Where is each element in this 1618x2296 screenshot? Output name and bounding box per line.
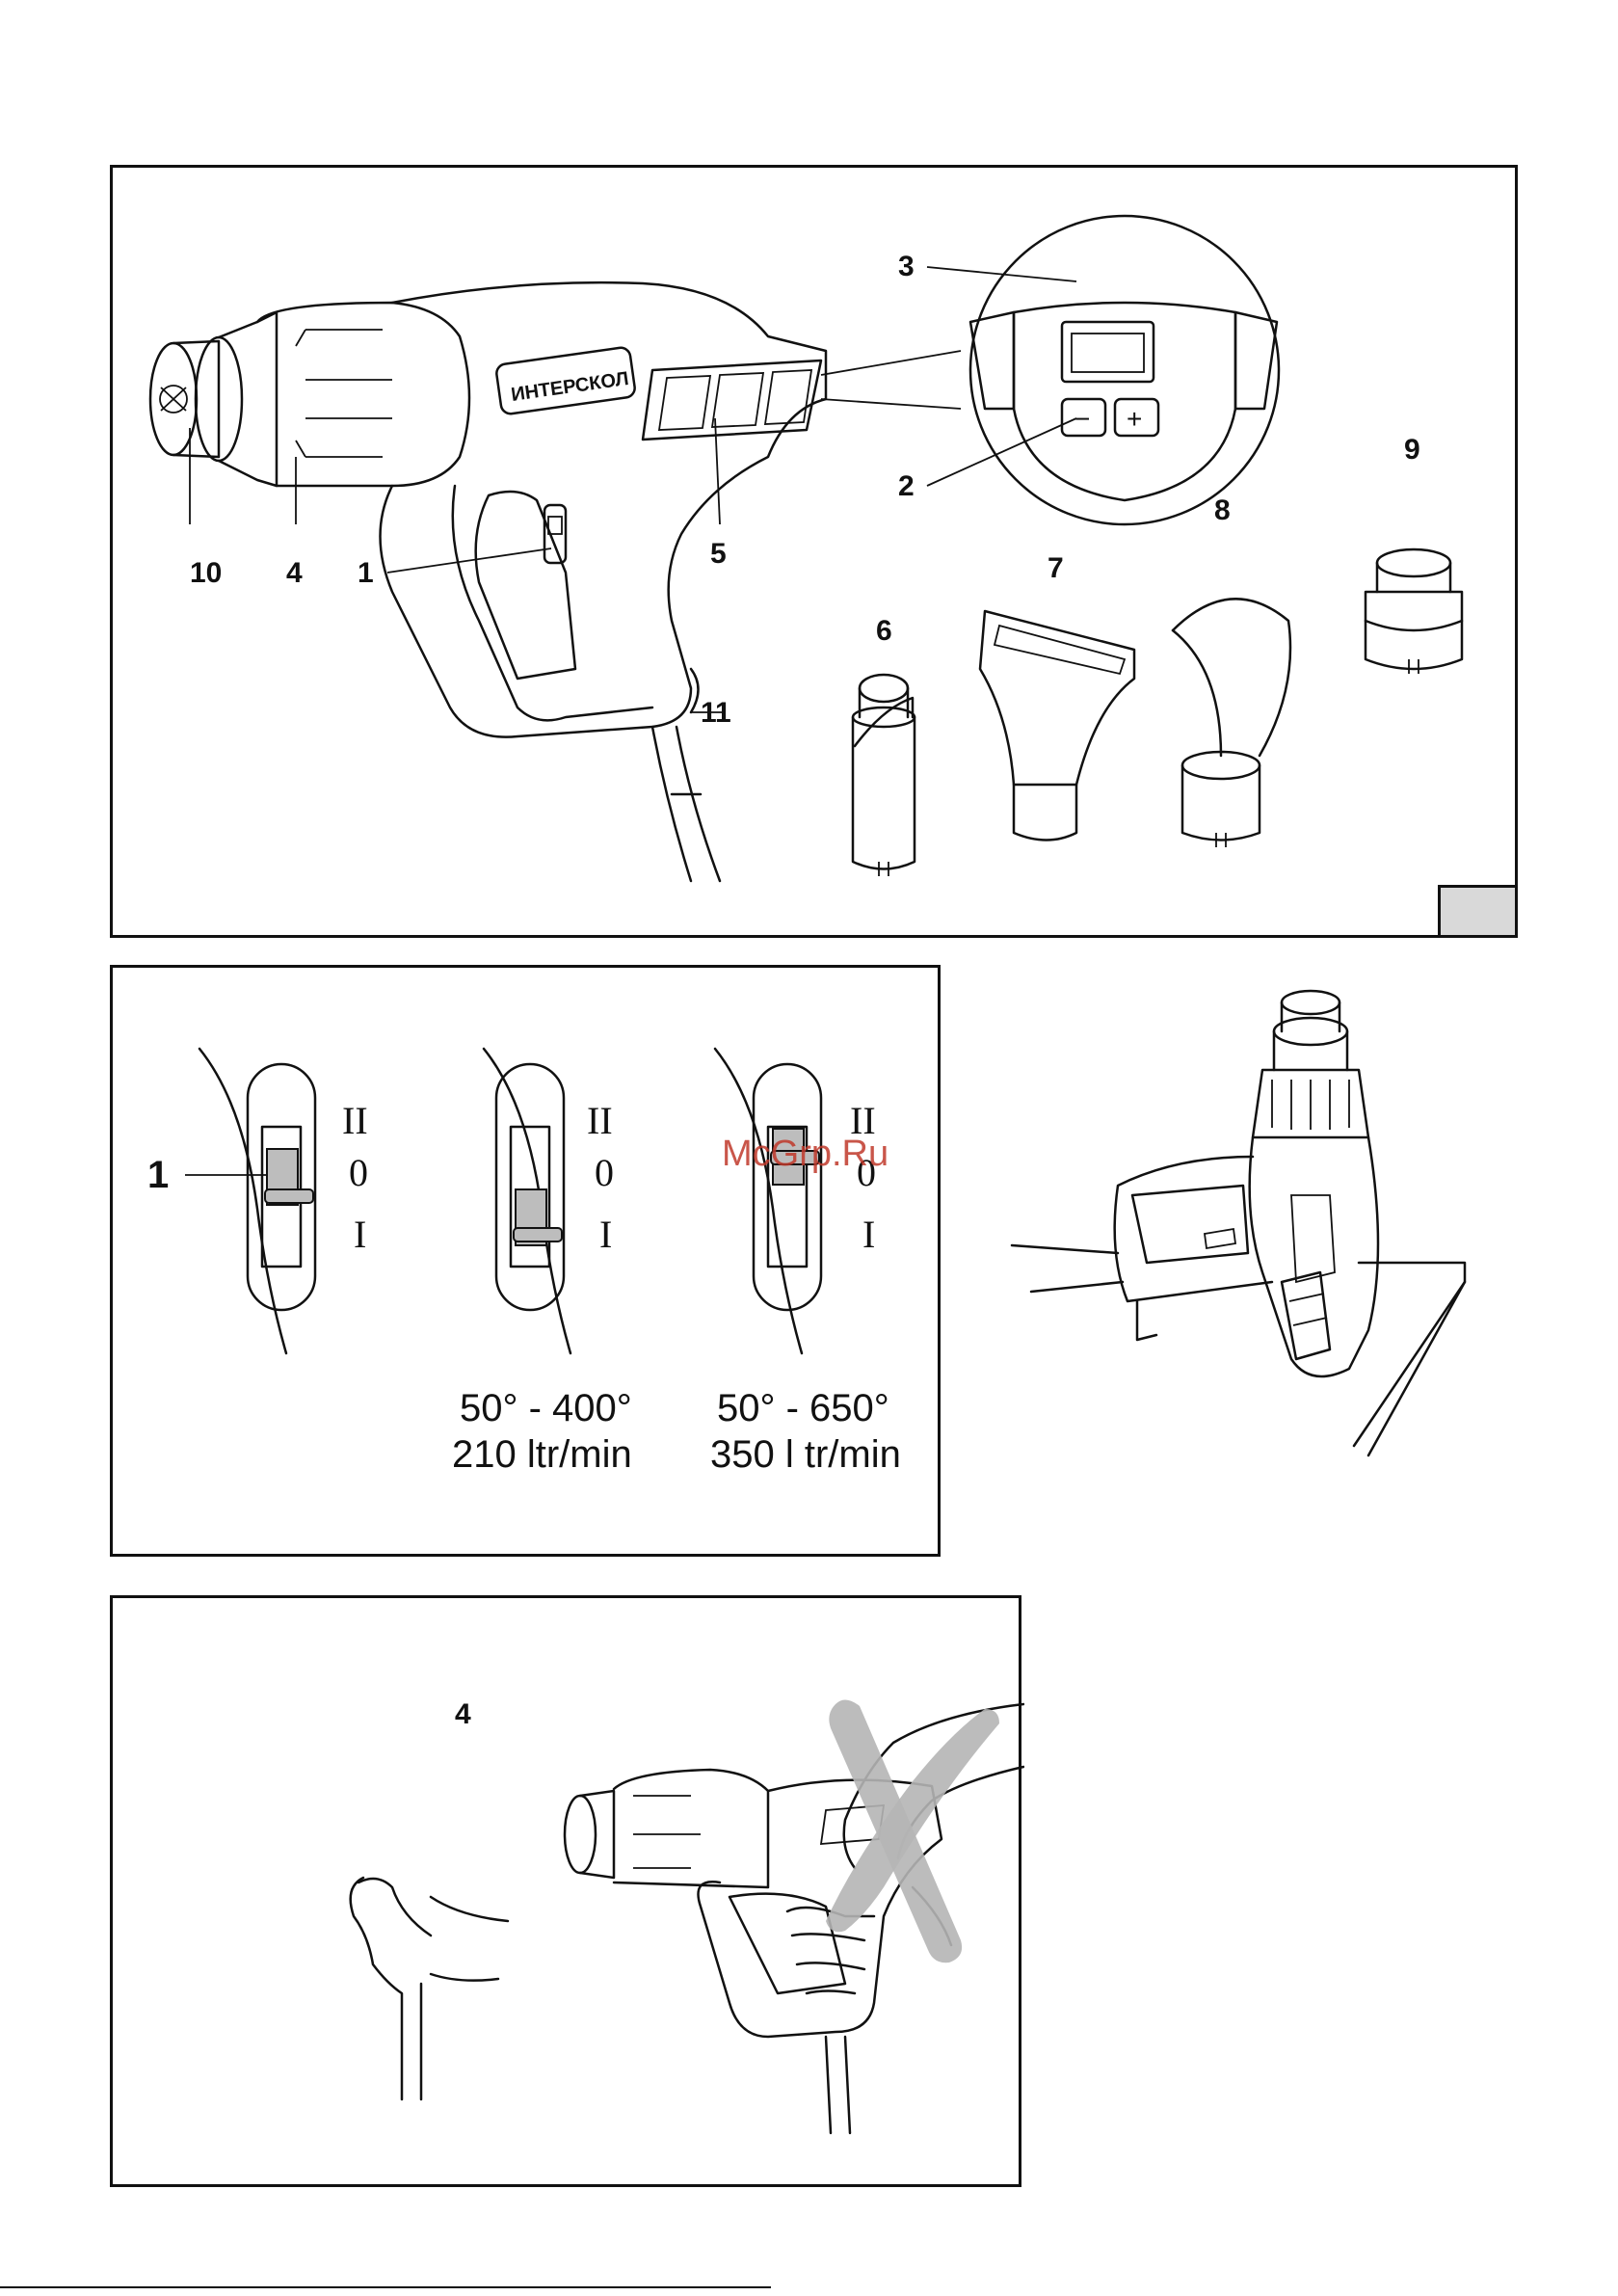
callout-9: 9 xyxy=(1404,434,1420,466)
pos-I-c: I xyxy=(862,1213,875,1256)
figure-number-tag xyxy=(1438,885,1515,935)
callout-6: 6 xyxy=(876,615,892,647)
pos-II-b: II xyxy=(587,1099,613,1142)
callout-2: 2 xyxy=(898,470,915,502)
svg-text:−: − xyxy=(1074,404,1090,434)
heat-gun-upright-illustration xyxy=(1012,991,1465,1455)
spec-flow-210: 210 ltr/min xyxy=(452,1433,632,1476)
pos-I-b: I xyxy=(599,1213,612,1256)
switch-callout-1: 1 xyxy=(147,1154,169,1196)
pos-0-a: 0 xyxy=(349,1151,368,1194)
switch-position-b xyxy=(484,1049,570,1353)
figure-4-drawing: 4 xyxy=(113,1598,1024,2190)
nozzle-9 xyxy=(1366,549,1462,674)
display-detail-magnifier: − + xyxy=(970,216,1279,524)
figure-1-drawing: ИНТЕРСКОЛ xyxy=(113,168,1521,941)
callout-4: 4 xyxy=(286,557,303,589)
figure-4-panel: 4 xyxy=(110,1595,1021,2187)
svg-text:+: + xyxy=(1127,404,1142,434)
switch-position-a xyxy=(199,1049,315,1353)
nozzle-8 xyxy=(1173,599,1290,847)
left-hand-illustration xyxy=(351,1878,508,2099)
pos-II-a: II xyxy=(342,1099,368,1142)
callout-leaders xyxy=(190,267,1076,712)
pos-0-b: 0 xyxy=(595,1151,614,1194)
heat-gun-illustration: ИНТЕРСКОЛ xyxy=(150,282,826,881)
spec-temp-400: 50° - 400° xyxy=(460,1387,632,1429)
callout-3: 3 xyxy=(898,251,915,282)
callout-1: 1 xyxy=(358,557,374,589)
nozzle-7 xyxy=(980,611,1134,841)
callout-11: 11 xyxy=(701,697,731,729)
pos-I-a: I xyxy=(354,1213,366,1256)
nozzle-6 xyxy=(853,675,915,876)
figure-1-panel: ИНТЕРСКОЛ xyxy=(110,165,1518,938)
watermark: McGrp.Ru xyxy=(722,1134,889,1174)
callout-8: 8 xyxy=(1214,494,1231,526)
callout-10: 10 xyxy=(190,557,222,589)
figure-4-callout: 4 xyxy=(455,1698,471,1730)
switch-position-c xyxy=(715,1049,821,1353)
spec-flow-350: 350 l tr/min xyxy=(710,1433,901,1476)
spec-temp-650: 50° - 650° xyxy=(717,1387,889,1429)
prohibition-cross-icon xyxy=(826,1699,999,1962)
figure-2-panel: 1 II 0 I II 0 I II 0 I 50° - 400° 210 lt… xyxy=(110,965,941,1557)
callout-7: 7 xyxy=(1048,552,1064,584)
footer-rule xyxy=(0,2286,771,2288)
callout-5: 5 xyxy=(710,538,727,570)
figure-2-drawing: 1 II 0 I II 0 I II 0 I 50° - 400° 210 lt… xyxy=(113,968,943,1560)
